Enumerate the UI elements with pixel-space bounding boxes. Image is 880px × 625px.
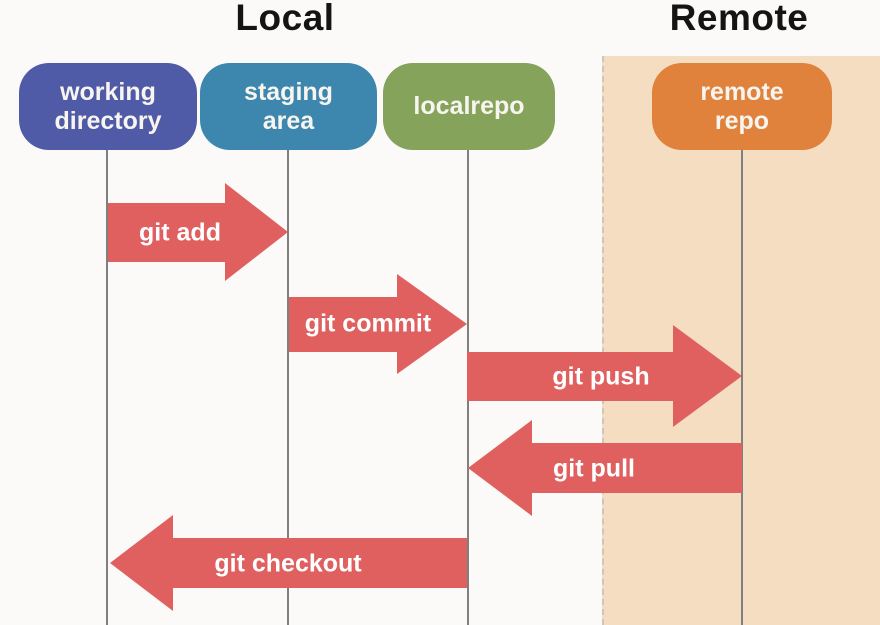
- node-staging-area: staging area: [200, 63, 377, 150]
- node-localrepo: localrepo: [383, 63, 555, 150]
- arrow-git-push-head-icon: [673, 325, 742, 427]
- arrow-git-checkout-body: [173, 538, 467, 588]
- node-label-remote-repo: remote repo: [700, 77, 784, 135]
- arrow-git-pull-label: git pull: [553, 454, 635, 483]
- arrow-git-add-label: git add: [139, 218, 221, 247]
- arrow-git-commit-label: git commit: [304, 309, 432, 338]
- arrow-git-add-body: [108, 203, 225, 262]
- node-label-staging-area: staging area: [244, 77, 333, 135]
- lifeline-remote-repo: [741, 148, 743, 625]
- arrow-git-push-label: git push: [552, 362, 650, 391]
- arrow-git-commit-head-icon: [397, 274, 467, 374]
- local-title: Local: [235, 0, 335, 38]
- arrow-git-pull-head-icon: [468, 420, 532, 516]
- arrow-git-checkout-label: git checkout: [214, 549, 362, 578]
- lifeline-staging-area: [287, 148, 289, 625]
- arrow-git-commit-body: [289, 297, 397, 352]
- arrow-git-add-head-icon: [225, 183, 288, 281]
- node-working-directory: working directory: [19, 63, 197, 150]
- remote-title: Remote: [669, 0, 809, 38]
- lifeline-working-directory: [106, 148, 108, 625]
- arrow-git-checkout-head-icon: [110, 515, 173, 611]
- arrow-git-push-body: [467, 352, 673, 401]
- node-remote-repo: remote repo: [652, 63, 832, 150]
- node-label-localrepo: localrepo: [413, 92, 525, 121]
- node-label-working-directory: working directory: [54, 77, 162, 135]
- arrow-git-pull-body: [532, 443, 742, 493]
